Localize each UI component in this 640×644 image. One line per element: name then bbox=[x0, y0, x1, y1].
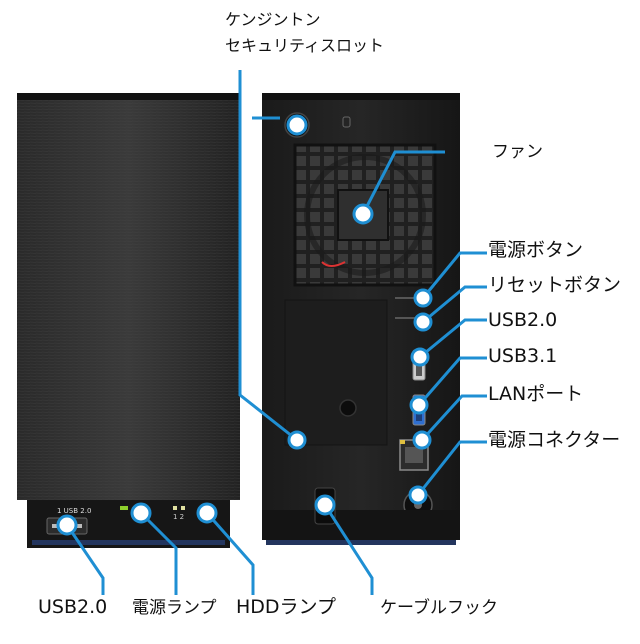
callout-lines bbox=[65, 70, 487, 595]
label-cable-hook: ケーブルフック bbox=[380, 598, 498, 618]
callout-hdd-lamp bbox=[205, 512, 255, 595]
callout-power-button bbox=[421, 251, 487, 299]
label-power-button: 電源ボタン bbox=[488, 239, 584, 261]
callout-usb20-rear bbox=[419, 318, 487, 359]
front-unit: 1 USB 2.0 1 2 bbox=[17, 93, 240, 548]
callout-power-lamp bbox=[139, 511, 178, 595]
label-power-lamp: 電源ランプ bbox=[132, 598, 217, 618]
callout-power-connector bbox=[416, 440, 487, 496]
front-base-blue-strip bbox=[32, 540, 225, 545]
power-lamp-led bbox=[120, 506, 128, 510]
label-kensington-line2: セキュリティスロット bbox=[225, 36, 385, 55]
callout-dots bbox=[56, 114, 433, 536]
label-hdd-lamp: HDDランプ bbox=[236, 596, 336, 618]
label-fan: ファン bbox=[492, 142, 543, 162]
label-usb31: USB3.1 bbox=[488, 345, 558, 367]
label-reset-button: リセットボタン bbox=[488, 274, 622, 296]
callout-fan bbox=[361, 150, 445, 215]
label-power-connector: 電源コネクター bbox=[488, 429, 621, 451]
callout-kensington-lower bbox=[238, 70, 298, 442]
front-usb-marking: 1 USB 2.0 bbox=[57, 507, 91, 515]
label-lan-port: LANポート bbox=[488, 383, 584, 405]
label-usb20-rear: USB2.0 bbox=[488, 309, 558, 331]
callout-usb20-front bbox=[65, 524, 105, 595]
callout-reset-button bbox=[422, 285, 487, 324]
callout-cable-hook bbox=[323, 504, 374, 595]
label-kensington-line1: ケンジントン bbox=[225, 10, 321, 29]
callout-lan bbox=[420, 394, 487, 442]
label-usb20-front: USB2.0 bbox=[38, 596, 108, 618]
callout-usb31 bbox=[417, 356, 487, 406]
lamp-number-marking: 1 2 bbox=[173, 513, 184, 521]
